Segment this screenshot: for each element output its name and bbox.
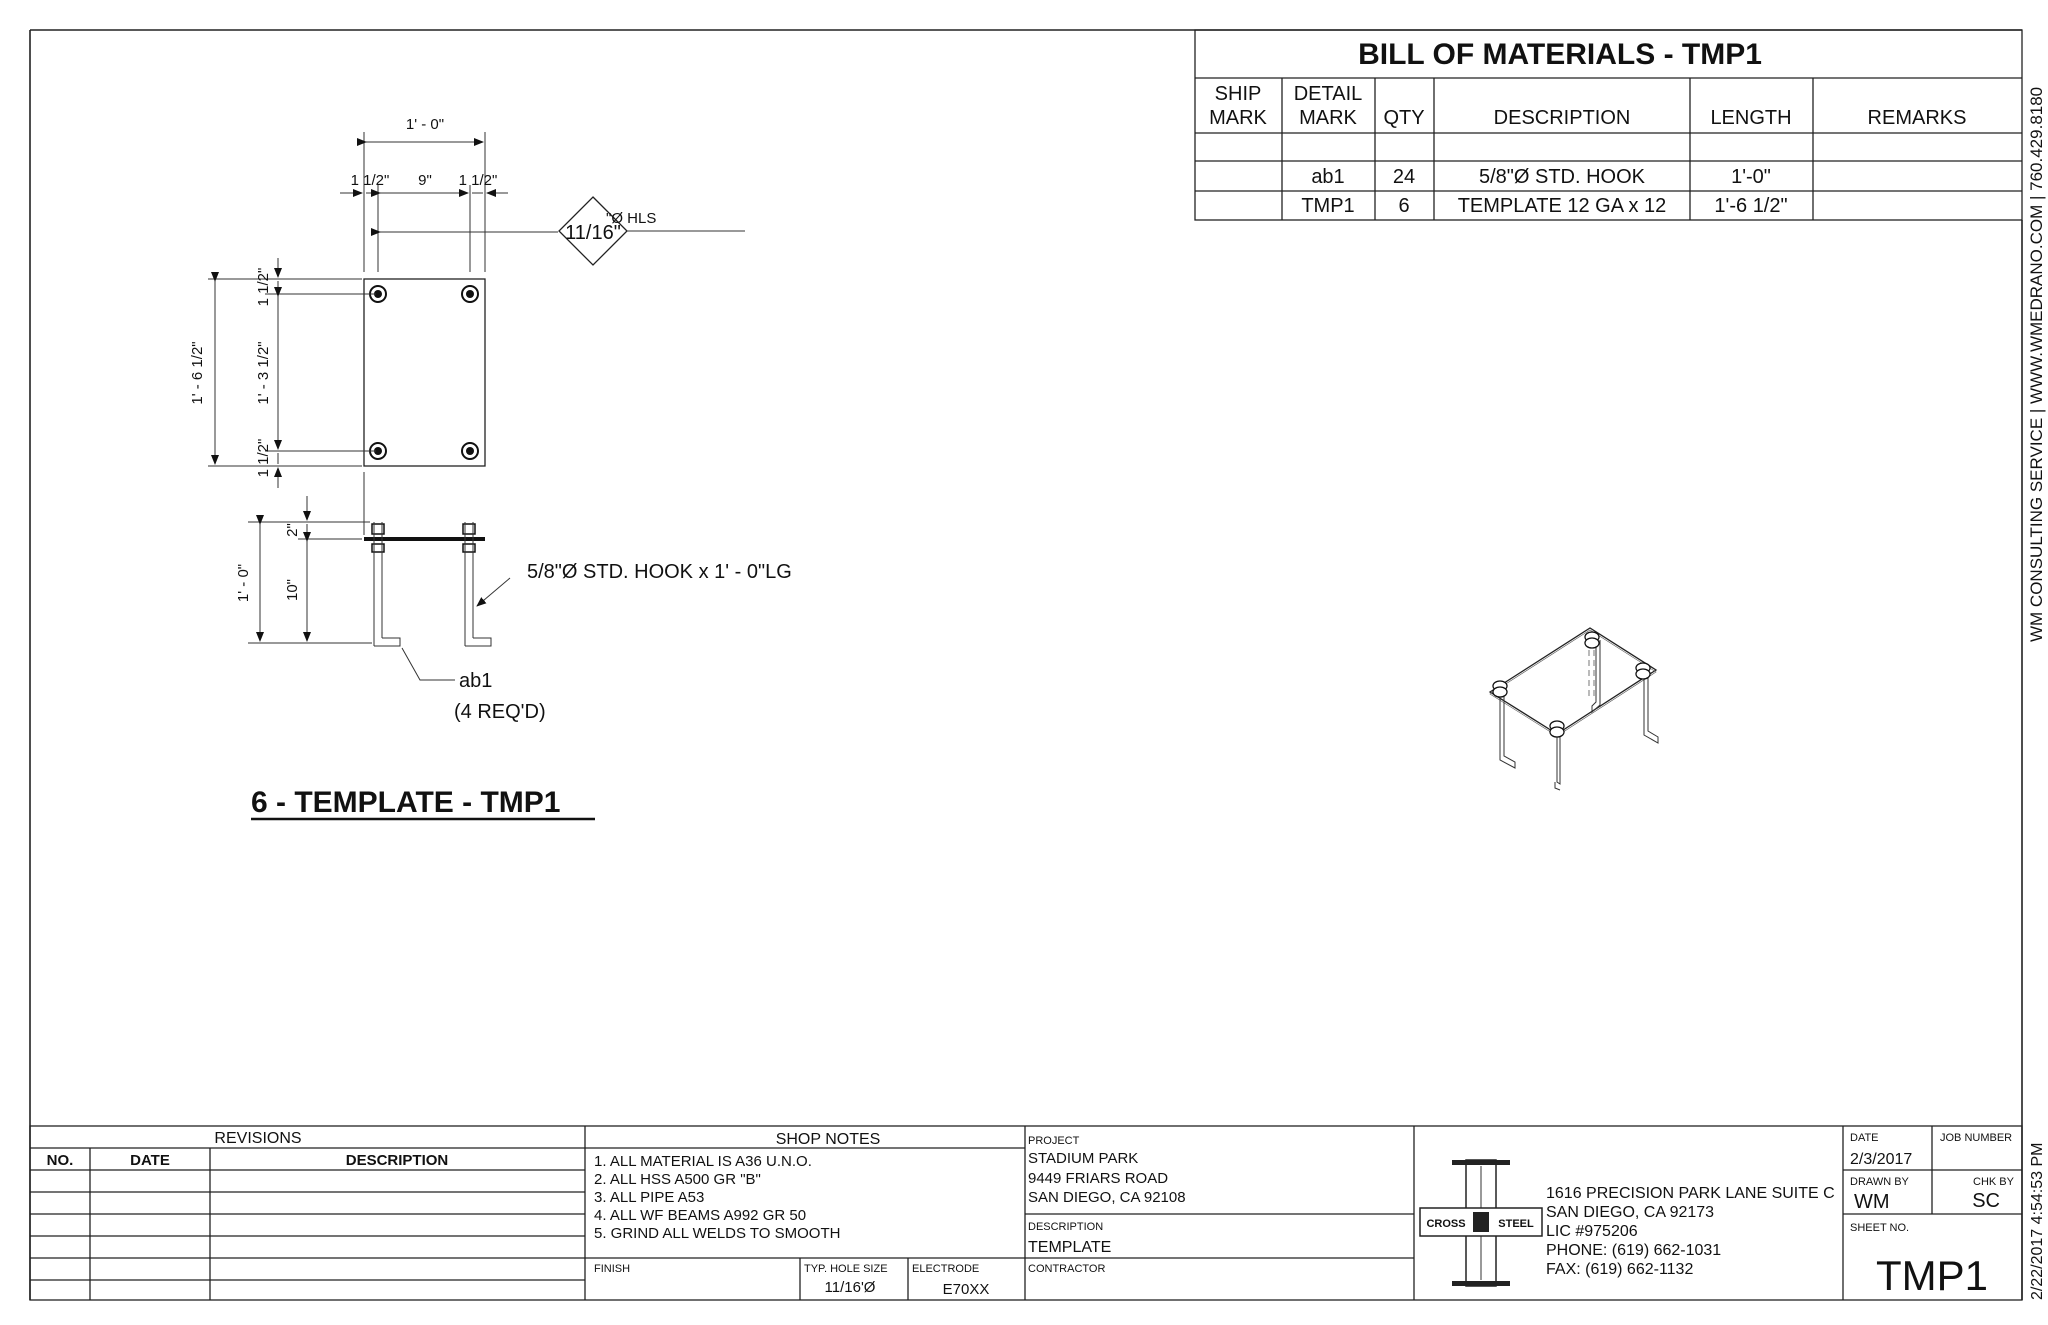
hole-size-diamond (558, 196, 628, 266)
sheet-no-label: SHEET NO. (1850, 1222, 1909, 1234)
chk-by-value: SC (1972, 1190, 2000, 1212)
dim-edge-bottom: 1 1/2" (255, 439, 272, 478)
company-address: 1616 PRECISION PARK LANE SUITE C (1546, 1185, 1835, 1202)
shop-note: 5. GRIND ALL WELDS TO SMOOTH (594, 1225, 840, 1242)
part-mark: ab1 (459, 670, 492, 692)
bom-header-description: DESCRIPTION (1494, 107, 1631, 129)
bom-header-ship-mark-1: SHIP (1215, 83, 1262, 105)
detail-title: 6 - TEMPLATE - TMP1 (251, 786, 560, 819)
revisions-header-date: DATE (130, 1152, 170, 1169)
job-number-label: JOB NUMBER (1940, 1132, 2012, 1144)
company-address: SAN DIEGO, CA 92173 (1546, 1204, 1714, 1221)
sheet-number: TMP1 (1876, 1252, 1988, 1299)
project-line: 9449 FRIARS ROAD (1028, 1170, 1168, 1187)
dim-spacing: 9" (418, 172, 432, 189)
project-line: STADIUM PARK (1028, 1150, 1138, 1167)
bom-header-detail-mark-2: MARK (1299, 107, 1357, 129)
description-value: TEMPLATE (1028, 1239, 1111, 1256)
company-block: CROSS STEEL 1616 PRECISION PARK LANE SUI… (1419, 1159, 1835, 1287)
bom-cell-length: 1'-6 1/2" (1714, 195, 1787, 217)
dim-hole-spacing-vertical: 1' - 3 1/2" (255, 341, 272, 404)
company-phone: PHONE: (619) 662-1031 (1546, 1242, 1721, 1259)
project-line: SAN DIEGO, CA 92108 (1028, 1189, 1186, 1206)
bom-cell-description: TEMPLATE 12 GA x 12 (1458, 195, 1667, 217)
bom-cell-description: 5/8"Ø STD. HOOK (1479, 166, 1646, 188)
part-quantity: (4 REQ'D) (454, 701, 546, 723)
bolt-hole (461, 442, 479, 460)
company-side-text: WM CONSULTING SERVICE | WWW.WMEDRANO.COM… (2027, 87, 2046, 642)
hole-size-tag: 11/16" (565, 222, 621, 244)
hole-size-label: TYP. HOLE SIZE (804, 1263, 888, 1275)
contractor-label: CONTRACTOR (1028, 1263, 1105, 1275)
bom-header-remarks: REMARKS (1868, 107, 1967, 129)
bom-cell-length: 1'-0" (1731, 166, 1771, 188)
bom-cell-detail-mark: ab1 (1311, 166, 1344, 188)
bolt-hole (461, 285, 479, 303)
hook-callout: 5/8"Ø STD. HOOK x 1' - 0"LG (527, 561, 792, 583)
bom-header-qty: QTY (1383, 107, 1424, 129)
company-fax: FAX: (619) 662-1132 (1546, 1261, 1693, 1278)
revisions-table: REVISIONS NO. DATE DESCRIPTION (30, 1130, 585, 1300)
description-label: DESCRIPTION (1028, 1221, 1103, 1233)
chk-by-label: CHK BY (1973, 1176, 2015, 1188)
shop-note: 1. ALL MATERIAL IS A36 U.N.O. (594, 1153, 812, 1170)
shop-note: 4. ALL WF BEAMS A992 GR 50 (594, 1207, 806, 1224)
template-plan-view: 1' - 0" 1 1/2" 9" 1 1/2" 11/16" "Ø HLS 1… (189, 116, 745, 488)
drawn-by-value: WM (1854, 1191, 1890, 1213)
company-logo-text-right: STEEL (1498, 1218, 1534, 1230)
shop-notes-title: SHOP NOTES (776, 1131, 881, 1148)
bom-cell-qty: 6 (1398, 195, 1409, 217)
company-license: LIC #975206 (1546, 1223, 1638, 1240)
electrode-value: E70XX (943, 1281, 990, 1298)
project-label: PROJECT (1028, 1135, 1080, 1147)
table-row: TMP1 6 TEMPLATE 12 GA x 12 1'-6 1/2" (1301, 195, 1787, 217)
revisions-header-description: DESCRIPTION (346, 1152, 449, 1169)
date-value: 2/3/2017 (1850, 1151, 1912, 1168)
revisions-title: REVISIONS (214, 1130, 301, 1147)
drawn-by-label: DRAWN BY (1850, 1176, 1910, 1188)
anchor-bolt (462, 522, 492, 647)
dim-embed: 10" (284, 579, 301, 601)
bom-header-detail-mark-1: DETAIL (1294, 83, 1363, 105)
bom-title: BILL OF MATERIALS - TMP1 (1358, 38, 1762, 71)
plot-timestamp: 2/22/2017 4:54:53 PM (2029, 1143, 2046, 1300)
title-block (29, 1125, 2023, 1301)
company-logo: CROSS STEEL (1419, 1159, 1543, 1287)
revisions-header-no: NO. (47, 1152, 74, 1169)
anchor-bolt (371, 522, 401, 647)
template-elevation-view: 1' - 0" 2" 10" 5/8"Ø STD. HOOK x 1' - 0"… (235, 472, 792, 723)
shop-notes: SHOP NOTES 1. ALL MATERIAL IS A36 U.N.O.… (585, 1131, 1025, 1300)
dim-overall-width: 1' - 0" (406, 116, 444, 133)
shop-note: 3. ALL PIPE A53 (594, 1189, 704, 1206)
shop-note: 2. ALL HSS A500 GR "B" (594, 1171, 761, 1188)
dim-overall-height: 1' - 6 1/2" (189, 341, 206, 404)
hole-callout-text: "Ø HLS (606, 210, 656, 227)
dim-edge-left: 1 1/2" (351, 172, 390, 189)
finish-label: FINISH (594, 1263, 630, 1275)
table-row: ab1 24 5/8"Ø STD. HOOK 1'-0" (1311, 166, 1771, 188)
dim-bolt-length: 1' - 0" (235, 564, 252, 602)
dim-edge-right: 1 1/2" (459, 172, 498, 189)
company-logo-text-left: CROSS (1426, 1218, 1465, 1230)
bom-header-length: LENGTH (1710, 107, 1791, 129)
hole-size-value: 11/16'Ø (825, 1279, 876, 1296)
sheet-info-block: DATE 2/3/2017 JOB NUMBER DRAWN BY WM CHK… (1843, 1126, 2022, 1299)
bom-cell-qty: 24 (1393, 166, 1415, 188)
dim-projection: 2" (284, 523, 301, 537)
dim-edge-top: 1 1/2" (255, 268, 272, 307)
isometric-view (1488, 627, 1659, 791)
project-block: PROJECT STADIUM PARK 9449 FRIARS ROAD SA… (1025, 1135, 1414, 1275)
bom-header-ship-mark-2: MARK (1209, 107, 1267, 129)
date-label: DATE (1850, 1132, 1879, 1144)
bill-of-materials-table: BILL OF MATERIALS - TMP1 SHIP MARK DETAI… (1194, 29, 2023, 221)
bom-cell-detail-mark: TMP1 (1301, 195, 1354, 217)
electrode-label: ELECTRODE (912, 1263, 979, 1275)
